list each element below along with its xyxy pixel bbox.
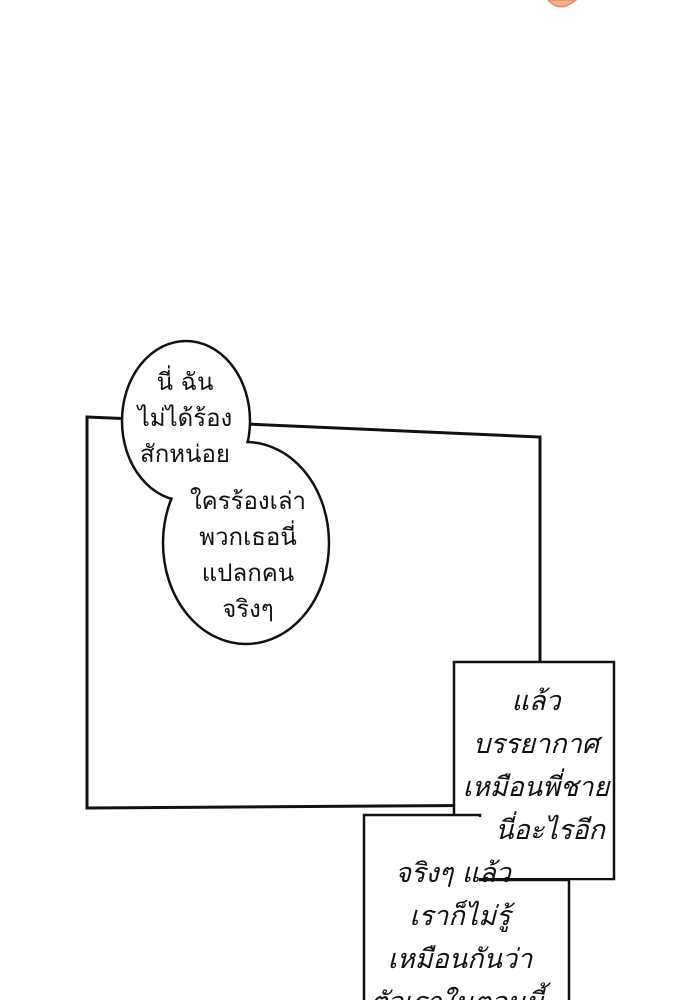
bubble1-line: สักหน่อย [140,440,230,468]
bubble1-line: ไม่ได้ร้อง [137,404,233,432]
narration-box-2-text: จริงๆ แล้ว เราก็ไม่รู้ เหมือนกันว่า ตัวเ… [365,852,555,1000]
bubble2-line: พวกเธอนี่ [199,523,297,551]
caption1-line: แล้ว [511,686,561,717]
caption1-line: บรรยากาศ [473,729,599,760]
narration-box-2-gap-mask [456,817,612,878]
character-hand-fragment [546,0,578,8]
bubble-merge-mask-2 [164,443,328,643]
narration-box-2 [362,813,571,1000]
bubble2-line: จริงๆ [222,595,274,623]
bubble2-line: แปลกคน [201,559,295,587]
caption1-line: เหมือนพี่ชาย [462,772,610,803]
bubble2-line: ใครร้องเล่า [189,487,307,515]
caption2-line: จริงๆ แล้ว [395,858,511,889]
bubble1-line: นี่ ฉัน [156,368,214,396]
speech-bubble-1-text: นี่ ฉัน ไม่ได้ร้อง สักหน่อย [120,364,250,472]
caption2-line: เราก็ไม่รู้ [409,901,511,932]
caption2-line: ตัวเราในตอนนี้ [359,981,555,1000]
caption1-line: นี่อะไรอีก [495,815,605,846]
caption2-line: เหมือนกันว่า [387,944,533,975]
narration-box-1-text: แล้ว บรรยากาศ เหมือนพี่ชาย นี่อะไรอีก [456,680,616,852]
speech-bubble-2-text: ใครร้องเล่า พวกเธอนี่ แปลกคน จริงๆ [168,483,328,627]
